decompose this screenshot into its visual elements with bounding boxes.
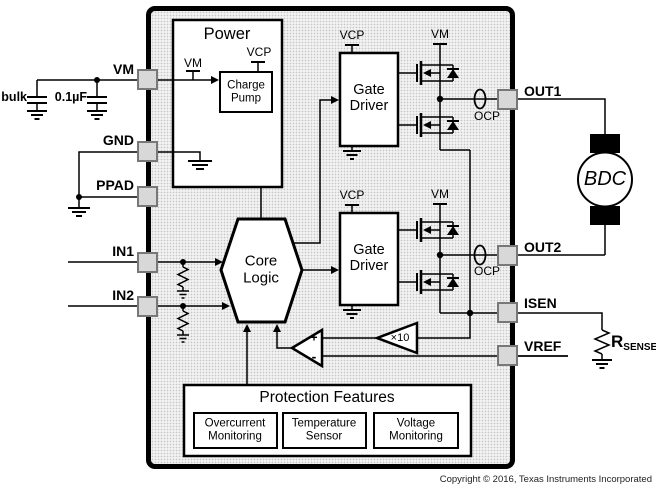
gd2-line1: Gate — [353, 242, 385, 259]
power-title: Power — [203, 25, 251, 43]
copyright-text: Copyright © 2016, Texas Instruments Inco… — [439, 474, 652, 485]
rsense-main: R — [611, 332, 624, 351]
pin-label-vm: VM — [113, 61, 134, 77]
vm-stub-label-bridge1: VM — [431, 27, 449, 41]
charge-pump-line2: Pump — [230, 92, 262, 104]
protection-title: Protection Features — [259, 389, 395, 406]
vcp-stub-label-gd2: VCP — [339, 188, 365, 202]
bypass-cap-label: 0.1µF — [54, 90, 87, 104]
rsense-label: RSENSE — [611, 332, 656, 353]
charge-pump-line1: Charge — [227, 79, 265, 92]
pin-label-gnd: GND — [102, 132, 134, 148]
vm-stub-label-power: VM — [184, 56, 202, 70]
pin-label-ppad: PPAD — [96, 177, 134, 193]
gd1-line2: Driver — [349, 98, 389, 114]
ocp-label-1: OCP — [473, 109, 501, 123]
bdc-motor-label: BDC — [583, 168, 627, 190]
vcp-stub-label-power: VCP — [246, 45, 272, 59]
comparator-plus-label: + — [310, 330, 318, 345]
temperature-line1: Temperature — [291, 417, 357, 430]
pin-in2 — [137, 296, 158, 317]
overcurrent-line2: Monitoring — [208, 430, 262, 442]
comparator-minus-label: - — [311, 348, 317, 365]
bulk-cap-label: bulk — [1, 90, 27, 104]
ocp-label-2: OCP — [473, 264, 501, 278]
pin-label-isen: ISEN — [524, 295, 557, 311]
pin-label-out2: OUT2 — [524, 239, 562, 255]
pin-label-in2: IN2 — [112, 287, 134, 303]
voltage-line2: Monitoring — [389, 430, 443, 442]
gd2-line2: Driver — [349, 258, 389, 274]
core-logic-line1: Core — [244, 252, 278, 270]
pin-isen — [497, 302, 518, 323]
voltage-line1: Voltage — [396, 417, 436, 430]
motor-brush-top — [590, 134, 620, 153]
pin-vm — [137, 69, 158, 90]
pin-label-out1: OUT1 — [524, 83, 562, 99]
pin-label-vref: VREF — [524, 338, 562, 354]
temperature-line2: Sensor — [305, 430, 343, 442]
x10-gain-label: ×10 — [390, 331, 410, 344]
ground-ppad — [68, 207, 90, 217]
vcp-stub-label-gd1: VCP — [339, 28, 365, 42]
rsense-subscript: SENSE — [623, 342, 656, 353]
pin-vref — [497, 345, 518, 366]
bulk-cap-plates — [27, 96, 47, 104]
bypass-cap-plates — [87, 96, 107, 104]
core-logic-line2: Logic — [243, 269, 279, 286]
pin-in1 — [137, 252, 158, 273]
ground-rsense — [592, 359, 612, 369]
pin-label-in1: IN1 — [112, 243, 134, 259]
pin-gnd — [137, 141, 158, 162]
ground-bypass — [87, 110, 107, 120]
motor-brush-bottom — [590, 206, 620, 225]
overcurrent-line1: Overcurrent — [204, 417, 266, 430]
gd1-line1: Gate — [353, 82, 385, 99]
ground-bulk — [27, 110, 47, 120]
vm-stub-label-bridge2: VM — [431, 187, 449, 201]
pin-out1 — [497, 89, 518, 110]
pin-out2 — [497, 245, 518, 266]
pin-ppad — [137, 186, 158, 207]
